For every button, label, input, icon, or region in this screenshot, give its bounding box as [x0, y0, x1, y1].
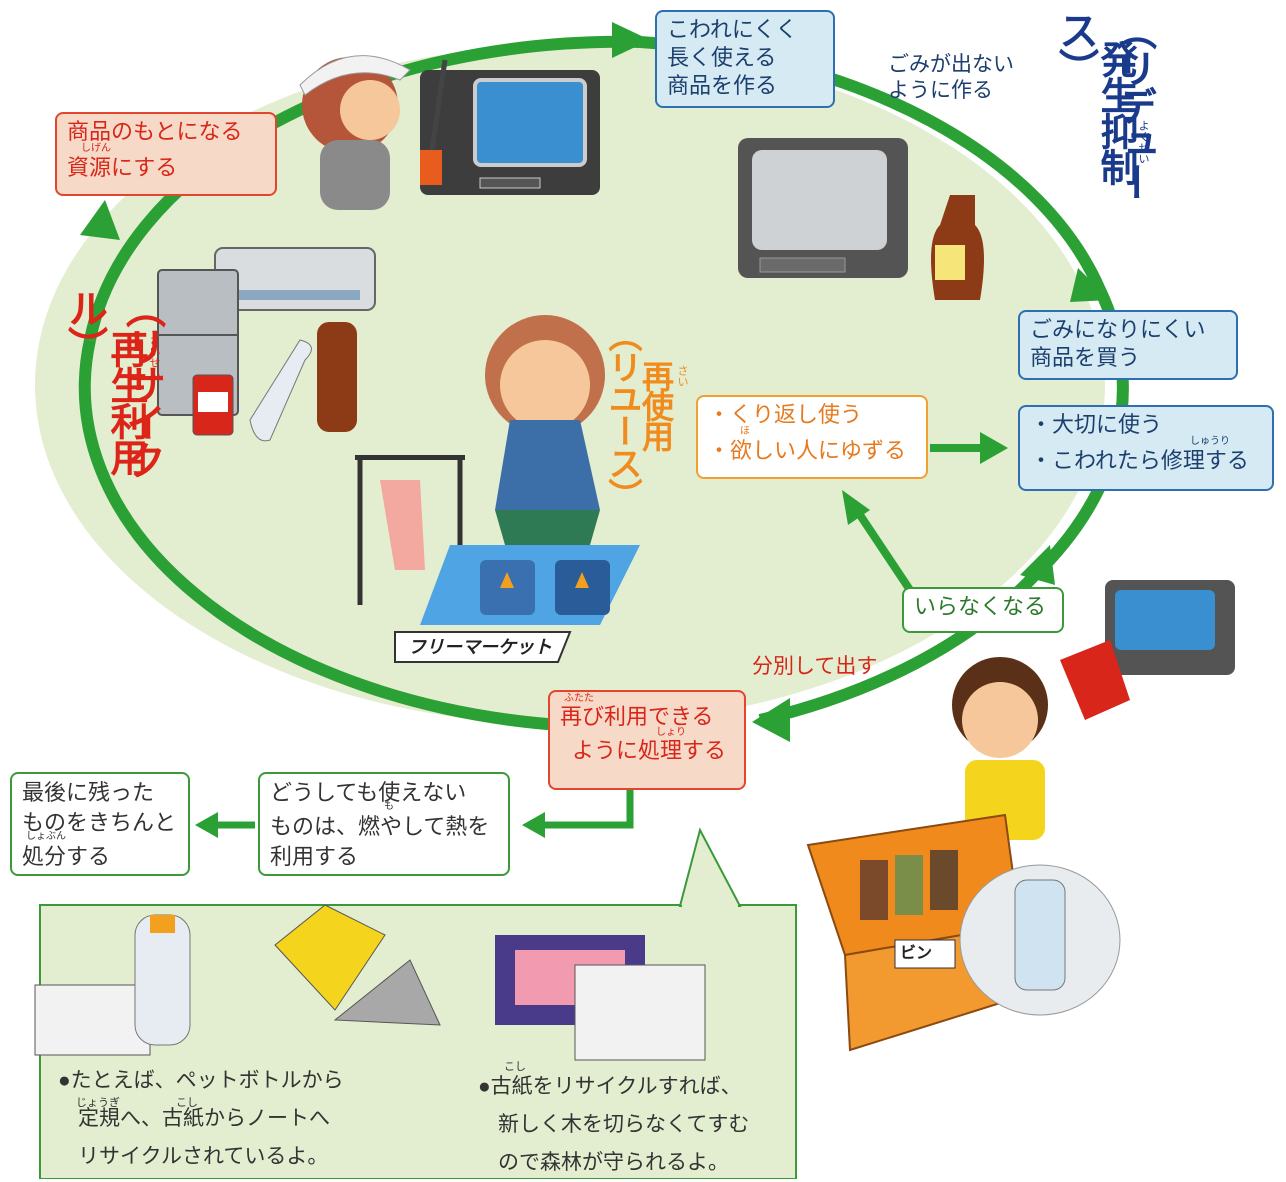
- reprocess-line: ように処理する: [572, 738, 727, 763]
- recycle-ruby: さいせい: [148, 335, 160, 379]
- no-waste-note: ごみが出ない ように作る: [888, 52, 1014, 104]
- resource-line: 商品のもとになる: [67, 119, 243, 144]
- make-durable-line: 長く使える: [667, 45, 777, 70]
- arrow-head: [752, 698, 790, 742]
- example-right-line: ので森林が守られるよ。: [498, 1151, 729, 1174]
- recycle-title: 再生利用: [104, 330, 146, 474]
- example-left-line: リサイクルされているよ。: [78, 1145, 329, 1168]
- arrow-head: [80, 200, 120, 240]
- reprocess-box: ふたた 再び利用できる しょり ように処理する: [548, 690, 746, 790]
- dispose-ruby: しょぶん: [26, 831, 66, 842]
- example-right-ruby: こし: [504, 1061, 526, 1073]
- dispose-line: ものをきちんと: [22, 810, 177, 835]
- arrow-head: [1020, 545, 1055, 585]
- reuse-title-sub: （リユース）: [603, 318, 641, 510]
- arrow-head: [522, 812, 545, 838]
- no-waste-line: ごみが出ない: [888, 53, 1014, 76]
- resource-line: 資源にする: [67, 155, 178, 180]
- dispose-line: 処分する: [22, 844, 111, 869]
- flea-market-sign: [394, 631, 572, 663]
- arrow-head: [980, 432, 1008, 464]
- recycle-title-sub: （リサイクル）: [62, 288, 164, 478]
- buy-less-waste-line: 商品を買う: [1030, 345, 1141, 370]
- example-left-ruby: こし: [176, 1097, 198, 1109]
- dispose-box: 最後に残った ものをきちんと しょぶん 処分する: [10, 772, 190, 876]
- reprocess-ruby: しょり: [656, 727, 686, 738]
- reduce-ruby: よくせい: [1137, 120, 1149, 164]
- reduce-title: 発生抑制: [1094, 40, 1136, 184]
- boy-illustration: [952, 657, 1048, 840]
- reuse-action-line: ・くり返し使う: [708, 402, 863, 427]
- resource-ruby: しげん: [81, 143, 111, 154]
- buy-less-waste-box: ごみになりにくい 商品を買う: [1018, 310, 1238, 380]
- example-right-line: ●古紙をリサイクルすれば、: [478, 1075, 742, 1098]
- no-waste-line: ように作る: [888, 79, 993, 102]
- tv-discard-illustration: [1060, 580, 1235, 720]
- arrow-head: [1070, 268, 1110, 302]
- example-left-line: 定規へ、古紙からノートへ: [78, 1107, 330, 1130]
- example-illustrations: [34, 904, 706, 1061]
- reuse-actions-box: ・くり返し使う ほ ・欲しい人にゆずる: [696, 395, 928, 479]
- bottle-crate-illustration: [806, 813, 1121, 1052]
- reuse-ruby: さい: [676, 365, 688, 387]
- care-line: ・こわれたら修理する: [1030, 448, 1249, 473]
- make-durable-line: こわれにくく: [667, 17, 798, 42]
- reuse-actions-ruby: ほ: [740, 426, 750, 437]
- burn-ruby: も: [384, 801, 394, 812]
- example-left-line: ●たとえば、ペットボトルから: [58, 1069, 344, 1092]
- burn-line: ものは、燃やして熱を: [270, 814, 490, 839]
- example-right-caption: ●古紙をリサイクルすれば、 新しく木を切らなくてすむ ので森林が守られるよ。: [478, 1068, 749, 1182]
- example-left-ruby: じょうぎ: [76, 1097, 120, 1109]
- burn-box: どうしても使えない も ものは、燃やして熱を 利用する: [258, 772, 510, 876]
- arrow-head: [612, 22, 650, 58]
- care-line: ・大切に使う: [1030, 412, 1163, 437]
- example-right-line: 新しく木を切らなくてすむ: [498, 1113, 750, 1136]
- girl-illustration: [355, 315, 640, 625]
- care-ruby: しゅうり: [1190, 436, 1230, 447]
- resource-box: 商品のもとになる しげん 資源にする: [55, 112, 277, 196]
- unneeded-box: いらなくなる: [902, 587, 1064, 633]
- burn-line: どうしても使えない: [270, 780, 467, 805]
- sort-out-label: 分別して出す: [752, 655, 878, 678]
- tv-repair-illustration: [299, 55, 600, 210]
- flea-market-label: フリーマーケット: [408, 637, 552, 657]
- bin-label: ビン: [900, 945, 933, 962]
- reuse-title: 再使用: [638, 360, 674, 450]
- reprocess-line: 再び利用できる: [560, 704, 714, 729]
- reprocess-ruby: ふたた: [564, 693, 594, 704]
- buy-less-waste-line: ごみになりにくい: [1030, 317, 1206, 342]
- tv-illustration: [738, 138, 984, 300]
- dispose-line: 最後に残った: [22, 780, 155, 805]
- arrow-head: [195, 812, 218, 838]
- burn-line: 利用する: [270, 844, 359, 869]
- make-durable-box: こわれにくく 長く使える 商品を作る: [655, 10, 835, 108]
- appliances-illustration: [157, 247, 376, 442]
- arrow-head: [842, 490, 870, 525]
- reuse-action-line: ・欲しい人にゆずる: [708, 438, 907, 463]
- care-box: ・大切に使う しゅうり ・こわれたら修理する: [1018, 405, 1274, 491]
- make-durable-line: 商品を作る: [667, 73, 778, 98]
- reduce-title-sub: （リデュース）: [1053, 10, 1155, 200]
- example-left-caption: ●たとえば、ペットボトルから 定規へ、古紙からノートへ リサイクルされているよ。: [58, 1062, 344, 1176]
